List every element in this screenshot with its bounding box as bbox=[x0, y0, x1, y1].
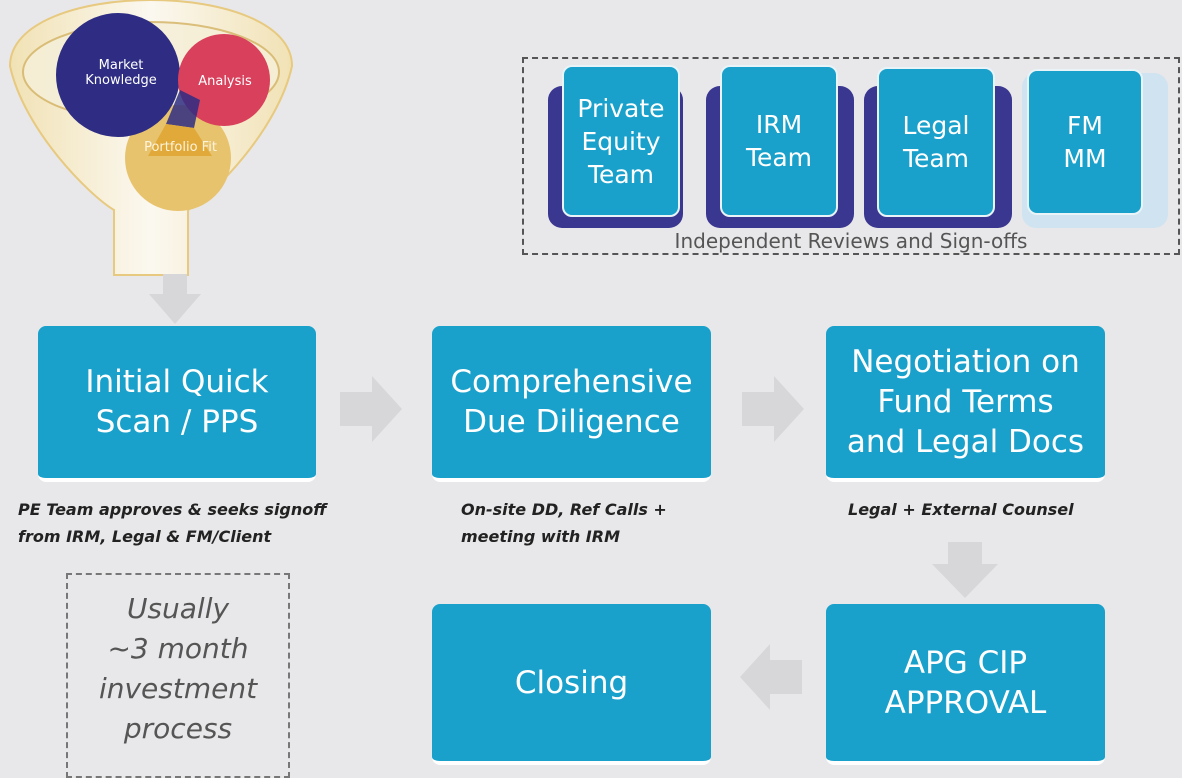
funnel-shape bbox=[8, 0, 294, 276]
funnel-graphic: Market Knowledge Analysis Portfolio Fit bbox=[8, 0, 294, 300]
note-legal-counsel: Legal + External Counsel bbox=[848, 500, 1074, 519]
right-arrow-icon bbox=[340, 376, 402, 442]
note-onsite-dd: On-site DD, Ref Calls + meeting with IRM bbox=[461, 500, 667, 546]
portfolio-fit-label: Portfolio Fit bbox=[144, 140, 217, 155]
duration-note: Usually ~3 month investment process bbox=[66, 573, 290, 778]
teams-caption: Independent Reviews and Sign-offs bbox=[674, 229, 1028, 253]
team-fm-mm: FM MM bbox=[1027, 69, 1143, 215]
right-arrow-icon bbox=[742, 376, 804, 442]
step-initial-quick-scan: Initial Quick Scan / PPS bbox=[38, 326, 316, 482]
step-negotiation: Negotiation on Fund Terms and Legal Docs bbox=[826, 326, 1105, 482]
portfolio-fit-circle bbox=[125, 105, 231, 211]
step-apg-cip-approval: APG CIP APPROVAL bbox=[826, 604, 1105, 765]
down-arrow-icon bbox=[149, 274, 201, 324]
down-arrow-icon bbox=[932, 542, 998, 598]
market-knowledge-circle bbox=[56, 13, 180, 137]
step-closing: Closing bbox=[432, 604, 711, 765]
team-private-equity: Private Equity Team bbox=[562, 65, 680, 217]
analysis-circle bbox=[178, 34, 270, 126]
note-pe-team: PE Team approves & seeks signoff from IR… bbox=[18, 500, 327, 546]
step-due-diligence: Comprehensive Due Diligence bbox=[432, 326, 711, 482]
team-irm: IRM Team bbox=[720, 65, 838, 217]
left-arrow-icon bbox=[740, 644, 802, 710]
analysis-label: Analysis bbox=[198, 74, 252, 89]
market-knowledge-label: Market Knowledge bbox=[85, 58, 157, 88]
teams-frame: Private Equity Team IRM Team Legal Team … bbox=[522, 57, 1180, 255]
team-legal: Legal Team bbox=[877, 67, 995, 217]
